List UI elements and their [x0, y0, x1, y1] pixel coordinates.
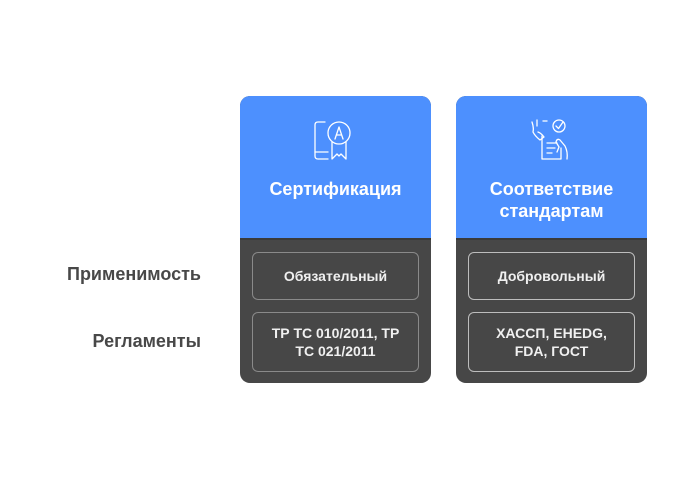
- row-label-regulations: Регламенты: [92, 331, 201, 351]
- row-label-applicability: Применимость: [67, 264, 201, 284]
- column-certification: Сертификация Обязательный ТР ТС 010/2011…: [240, 96, 431, 383]
- column-title: Сертификация: [269, 179, 402, 199]
- cell-applicability: Добровольный: [468, 252, 635, 300]
- column-header: Соответствие стандартам: [456, 96, 647, 240]
- document-approval-icon: [530, 119, 568, 160]
- column-header: Сертификация: [240, 96, 431, 240]
- cell-regulations: ХАССП, EHEDG, FDA, ГОСТ: [468, 312, 635, 372]
- cell-applicability: Обязательный: [252, 252, 419, 300]
- column-title: Соответствие стандартам: [489, 179, 614, 221]
- cell-regulations: ТР ТС 010/2011, ТР ТС 021/2011: [252, 312, 419, 372]
- certificate-award-icon: [313, 121, 351, 160]
- column-standards-compliance: Соответствие стандартам Добровольный ХАС…: [456, 96, 647, 383]
